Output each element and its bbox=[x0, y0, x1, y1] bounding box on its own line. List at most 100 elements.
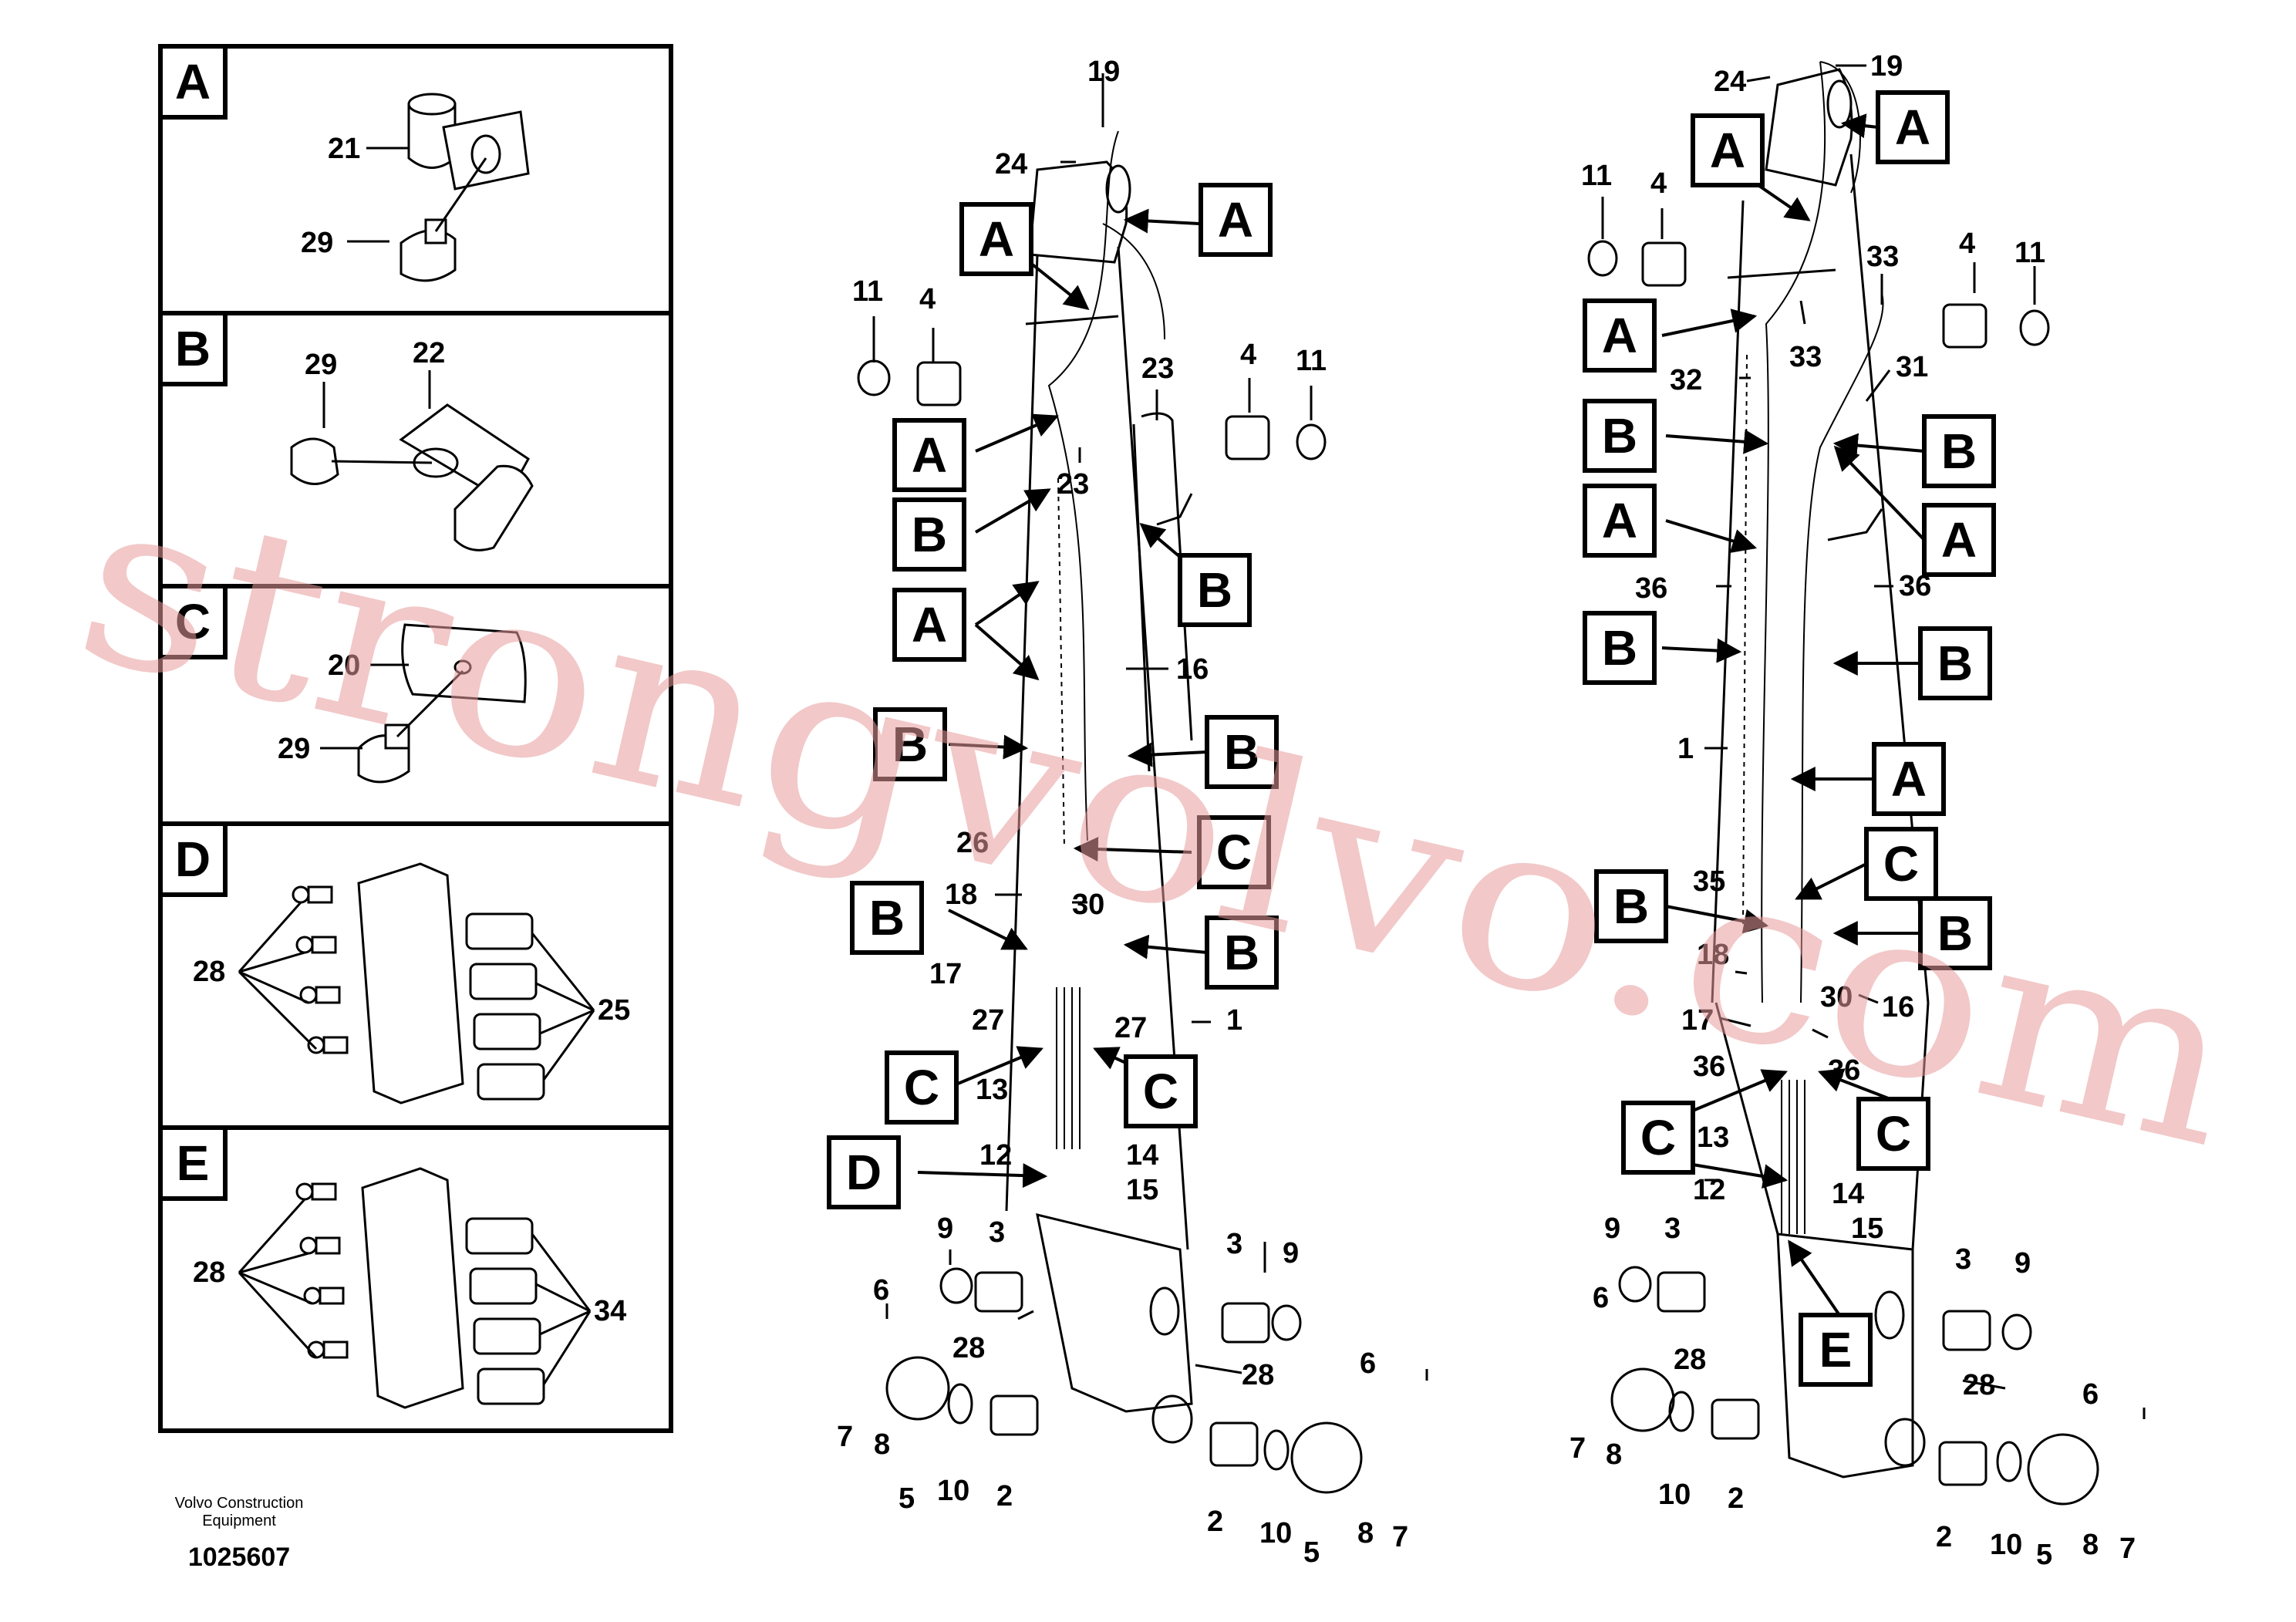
svg-text:12: 12 bbox=[1693, 1174, 1725, 1206]
inset-tab-e: E bbox=[158, 1125, 228, 1201]
svg-text:B: B bbox=[869, 890, 905, 946]
clamp-c-drawing bbox=[320, 623, 527, 784]
svg-text:18: 18 bbox=[1697, 939, 1729, 971]
left-callouts: A A A B A B B B C B B C C D bbox=[827, 183, 1279, 1209]
callout-right-13: B bbox=[1918, 896, 1992, 970]
footer: Volvo Construction Equipment 1025607 bbox=[175, 1495, 304, 1572]
svg-text:B: B bbox=[1602, 408, 1637, 464]
svg-text:19: 19 bbox=[1087, 56, 1120, 88]
svg-text:24: 24 bbox=[995, 148, 1027, 180]
svg-text:13: 13 bbox=[1697, 1121, 1729, 1154]
svg-text:10: 10 bbox=[937, 1475, 969, 1507]
svg-text:22: 22 bbox=[413, 337, 445, 369]
callout-left-11: B bbox=[1205, 916, 1279, 990]
callout-left-2: A bbox=[1199, 183, 1273, 257]
svg-text:7: 7 bbox=[837, 1421, 853, 1453]
svg-text:D: D bbox=[846, 1145, 882, 1200]
clamp-b-drawing bbox=[290, 370, 534, 551]
svg-text:12: 12 bbox=[979, 1139, 1012, 1172]
svg-text:5: 5 bbox=[1303, 1536, 1320, 1569]
svg-text:1: 1 bbox=[1226, 1004, 1242, 1037]
callout-left-12: C bbox=[885, 1050, 959, 1125]
block-e-drawing bbox=[238, 1167, 592, 1409]
svg-text:E: E bbox=[177, 1135, 210, 1191]
svg-text:11: 11 bbox=[1581, 160, 1612, 192]
right-callout-arrows bbox=[1661, 113, 1926, 1317]
svg-text:10: 10 bbox=[1990, 1529, 2022, 1561]
inset-tab-a: A bbox=[158, 44, 228, 120]
svg-text:C: C bbox=[904, 1060, 939, 1115]
svg-text:35: 35 bbox=[1693, 865, 1725, 898]
svg-text:9: 9 bbox=[1604, 1212, 1620, 1245]
svg-text:17: 17 bbox=[1681, 1004, 1714, 1037]
svg-text:34: 34 bbox=[594, 1295, 626, 1327]
svg-text:9: 9 bbox=[1283, 1237, 1299, 1270]
svg-text:E: E bbox=[1819, 1322, 1853, 1378]
svg-text:B: B bbox=[912, 507, 947, 562]
svg-text:2: 2 bbox=[1207, 1506, 1223, 1538]
svg-text:B: B bbox=[175, 321, 211, 376]
svg-text:29: 29 bbox=[305, 349, 337, 381]
right-callouts: A A A B B A A B B A C B B C C E bbox=[1583, 90, 1996, 1387]
svg-text:14: 14 bbox=[1126, 1139, 1158, 1172]
callout-right-6: A bbox=[1583, 484, 1657, 558]
svg-text:28: 28 bbox=[193, 1256, 225, 1289]
svg-text:11: 11 bbox=[1296, 345, 1327, 377]
svg-text:6: 6 bbox=[2082, 1378, 2099, 1411]
svg-text:A: A bbox=[979, 211, 1014, 267]
svg-text:10: 10 bbox=[1259, 1517, 1292, 1549]
svg-text:A: A bbox=[1602, 308, 1637, 363]
callout-left-13: C bbox=[1124, 1054, 1198, 1128]
svg-text:A: A bbox=[175, 54, 211, 110]
svg-text:29: 29 bbox=[278, 733, 310, 765]
svg-text:28: 28 bbox=[1963, 1369, 1995, 1401]
callout-left-4: B bbox=[892, 497, 966, 572]
svg-text:C: C bbox=[1640, 1110, 1676, 1165]
svg-text:25: 25 bbox=[598, 994, 630, 1027]
svg-text:17: 17 bbox=[929, 958, 962, 990]
callout-left-10: B bbox=[850, 881, 924, 955]
svg-text:28: 28 bbox=[1242, 1359, 1274, 1391]
svg-text:3: 3 bbox=[989, 1216, 1005, 1249]
svg-text:20: 20 bbox=[328, 649, 360, 682]
svg-text:8: 8 bbox=[1357, 1517, 1374, 1549]
svg-text:28: 28 bbox=[193, 956, 225, 988]
svg-text:A: A bbox=[1941, 512, 1977, 568]
right-boom-drawing bbox=[1587, 61, 2146, 1506]
svg-text:A: A bbox=[1895, 99, 1930, 155]
svg-text:C: C bbox=[1216, 824, 1252, 880]
svg-text:36: 36 bbox=[1635, 572, 1667, 605]
svg-text:29: 29 bbox=[301, 227, 333, 259]
inset-tab-d: D bbox=[158, 821, 228, 897]
svg-text:B: B bbox=[1613, 878, 1649, 934]
callout-right-14: C bbox=[1621, 1101, 1695, 1175]
svg-text:6: 6 bbox=[1360, 1347, 1376, 1380]
svg-text:8: 8 bbox=[2082, 1529, 2099, 1561]
svg-text:8: 8 bbox=[1606, 1438, 1622, 1471]
left-boom-drawing bbox=[857, 73, 1428, 1494]
inset-tab-b: B bbox=[158, 311, 228, 386]
svg-text:28: 28 bbox=[952, 1332, 985, 1364]
svg-text:15: 15 bbox=[1126, 1174, 1158, 1206]
block-d-drawing bbox=[238, 862, 595, 1104]
svg-text:5: 5 bbox=[2036, 1539, 2052, 1571]
svg-text:B: B bbox=[1602, 620, 1637, 676]
svg-text:A: A bbox=[1710, 123, 1745, 178]
svg-text:11: 11 bbox=[2014, 237, 2045, 269]
svg-text:9: 9 bbox=[2014, 1247, 2031, 1280]
svg-text:Equipment: Equipment bbox=[202, 1512, 276, 1529]
svg-text:C: C bbox=[1883, 836, 1919, 892]
svg-text:16: 16 bbox=[1176, 653, 1209, 686]
callout-left-14: D bbox=[827, 1135, 901, 1209]
callout-left-1: A bbox=[959, 202, 1033, 276]
callout-left-5: A bbox=[892, 588, 966, 662]
svg-text:3: 3 bbox=[1955, 1243, 1971, 1276]
svg-text:4: 4 bbox=[1650, 167, 1667, 200]
svg-text:23: 23 bbox=[1057, 468, 1089, 501]
svg-text:33: 33 bbox=[1789, 341, 1822, 373]
callout-right-8: B bbox=[1583, 611, 1657, 685]
svg-text:C: C bbox=[1143, 1064, 1178, 1119]
callout-right-2: A bbox=[1691, 113, 1765, 187]
callout-right-9: B bbox=[1918, 626, 1992, 700]
svg-text:A: A bbox=[912, 427, 947, 483]
